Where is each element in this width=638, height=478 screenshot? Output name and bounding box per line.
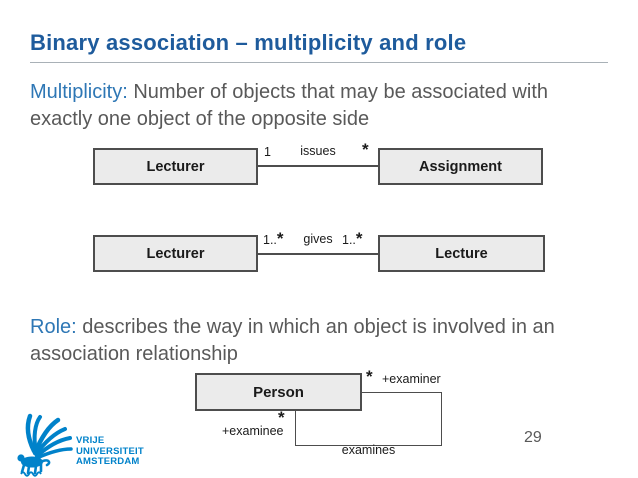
class-box-lecture: Lecture [378,235,545,272]
logo-line-3: AMSTERDAM [76,456,140,467]
multiplicity-term: Multiplicity: [30,81,128,103]
multiplicity-label-right: 1..* [342,229,363,248]
association-line-issues [256,165,380,167]
title-divider [30,62,608,63]
examinee-multiplicity: * [278,408,285,427]
multiplicity-label-left: 1 [264,145,271,159]
multiplicity-definition: Multiplicity: Number of objects that may… [30,79,582,133]
multiplicity-label-left: 1..* [263,229,284,248]
class-box-person: Person [195,373,362,411]
class-box-lecturer-1: Lecturer [93,148,258,185]
class-box-lecturer-2: Lecturer [93,235,258,272]
logo-line-1: VRIJE [76,435,105,446]
role-text: describes the way in which an object is … [30,316,555,365]
class-name: Person [253,383,304,401]
vu-logo: VRIJE UNIVERSITEIT AMSTERDAM [14,409,144,477]
class-name: Lecturer [146,245,205,262]
association-name-issues: issues [300,144,336,158]
multiplicity-text: Number of objects that may be associated… [30,81,549,130]
role-definition: Role: describes the way in which an obje… [30,314,582,368]
class-name: Assignment [419,158,502,175]
examiner-multiplicity: * [366,367,373,386]
examinee-role-label: +examinee [222,424,284,438]
reflexive-association-loop [295,392,442,446]
logo-line-2: UNIVERSITEIT [76,445,144,457]
page-number: 29 [524,429,542,446]
class-box-assignment: Assignment [378,148,543,185]
association-name-examines: examines [341,443,396,457]
role-term: Role: [30,316,77,338]
association-line-gives [256,253,380,255]
multiplicity-label-right: * [362,140,369,159]
examiner-role-label: +examiner [382,372,441,386]
association-name-gives: gives [303,232,333,246]
vu-griffin-icon [17,413,73,477]
class-name: Lecturer [146,158,205,175]
vu-logo-wordmark: VRIJE UNIVERSITEIT AMSTERDAM [76,435,144,468]
class-name: Lecture [435,245,488,262]
page-title: Binary association – multiplicity and ro… [30,30,467,55]
